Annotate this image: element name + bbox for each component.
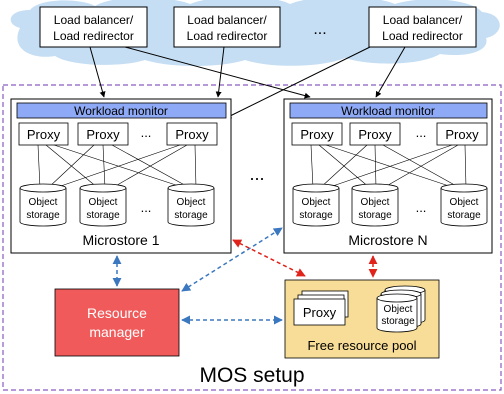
- lb-1-line2: Load redirector: [53, 29, 134, 43]
- ms1-proxy-1-label: Proxy: [27, 127, 61, 142]
- msn-proxy-ellipsis: ...: [416, 125, 427, 140]
- blue-dashed-arrows: [112, 227, 283, 325]
- free-pool-label: Free resource pool: [307, 338, 416, 353]
- mos-setup-label: MOS setup: [199, 364, 304, 387]
- msn-storage-3-line1: Object: [450, 197, 479, 208]
- ms1-storage-2-line1: Object: [89, 197, 118, 208]
- msn-workload-monitor: [289, 102, 488, 119]
- lb-2-line1: Load balancer/: [187, 13, 267, 27]
- ms1-proxy-ellipsis: ...: [141, 125, 152, 140]
- ms1-proxy-storage-links: [37, 144, 198, 189]
- microstore-1: Workload monitor Proxy Proxy ... Proxy O…: [10, 98, 232, 254]
- ms1-storage-ellipsis: ...: [141, 200, 152, 215]
- msn-object-storage-3: Object storage: [440, 183, 488, 227]
- msn-object-storage-2: Object storage: [351, 183, 399, 227]
- ms1-object-storage-2: Object storage: [79, 183, 127, 227]
- ms1-object-storage-1: Object storage: [19, 183, 67, 227]
- msn-storage-ellipsis: ...: [416, 200, 427, 215]
- pool-proxy-label: Proxy: [303, 305, 337, 320]
- msn-storage-1-line2: storage: [299, 210, 333, 221]
- free-resource-pool: Proxy Object storage Free resource pool: [284, 279, 440, 359]
- msn-storage-3-line2: storage: [447, 210, 481, 221]
- load-balancer-3: Load balancer/ Load redirector: [368, 6, 477, 48]
- msn-proxy-1-label: Proxy: [300, 127, 334, 142]
- pool-storage-stack: Object storage: [376, 285, 426, 333]
- ms1-storage-3-line2: storage: [174, 210, 208, 221]
- msn-object-storage-1: Object storage: [292, 183, 340, 227]
- msn-proxy-2-label: Proxy: [358, 127, 392, 142]
- ms1-proxy-3: [166, 122, 218, 146]
- msn-proxy-storage-links: [310, 144, 468, 189]
- resource-manager-line2: manager: [89, 324, 145, 340]
- load-balancer-2: Load balancer/ Load redirector: [173, 6, 281, 48]
- ms1-storage-2-line2: storage: [86, 210, 120, 221]
- ms1-storage-1-line1: Object: [29, 197, 58, 208]
- microstore-ellipsis: ...: [249, 164, 264, 184]
- ms1-proxy-1: [18, 122, 69, 146]
- lb-3-line1: Load balancer/: [383, 13, 463, 27]
- ms1-storage-1-line2: storage: [26, 210, 60, 221]
- pool-storage-line1: Object: [384, 304, 413, 315]
- microstore-n: Workload monitor Proxy Proxy ... Proxy O…: [283, 98, 493, 254]
- load-balancer-arrows: [89, 46, 406, 119]
- ms1-object-storage-3: Object storage: [167, 183, 215, 227]
- resource-manager: Resource manager: [54, 288, 180, 357]
- msn-storage-2-line1: Object: [361, 197, 390, 208]
- ms1-proxy-2-label: Proxy: [86, 127, 120, 142]
- msn-storage-2-line2: storage: [358, 210, 392, 221]
- lb-1-line1: Load balancer/: [54, 13, 134, 27]
- ms1-proxy-3-label: Proxy: [175, 127, 209, 142]
- lb-2-line2: Load redirector: [187, 29, 268, 43]
- pool-proxy-stack: Proxy: [293, 290, 349, 326]
- mos-setup-boundary: [2, 84, 502, 391]
- msn-proxy-3: [436, 122, 488, 146]
- pool-storage-line2: storage: [381, 316, 415, 327]
- ms1-workload-monitor: [16, 102, 227, 119]
- lb-3-line2: Load redirector: [382, 29, 463, 43]
- msn-proxy-3-label: Proxy: [445, 127, 479, 142]
- resource-manager-line1: Resource: [87, 305, 147, 321]
- microstore-n-label: Microstore N: [348, 232, 427, 248]
- ms1-monitor-label: Workload monitor: [74, 104, 168, 118]
- msn-proxy-1: [291, 122, 343, 146]
- load-balancer-ellipsis: ...: [313, 21, 326, 38]
- red-dashed-arrows: [232, 239, 378, 278]
- msn-monitor-label: Workload monitor: [341, 104, 435, 118]
- msn-storage-1-line1: Object: [302, 197, 331, 208]
- microstore-1-label: Microstore 1: [82, 232, 159, 248]
- ms1-storage-3-line1: Object: [177, 197, 206, 208]
- load-balancer-1: Load balancer/ Load redirector: [39, 6, 148, 48]
